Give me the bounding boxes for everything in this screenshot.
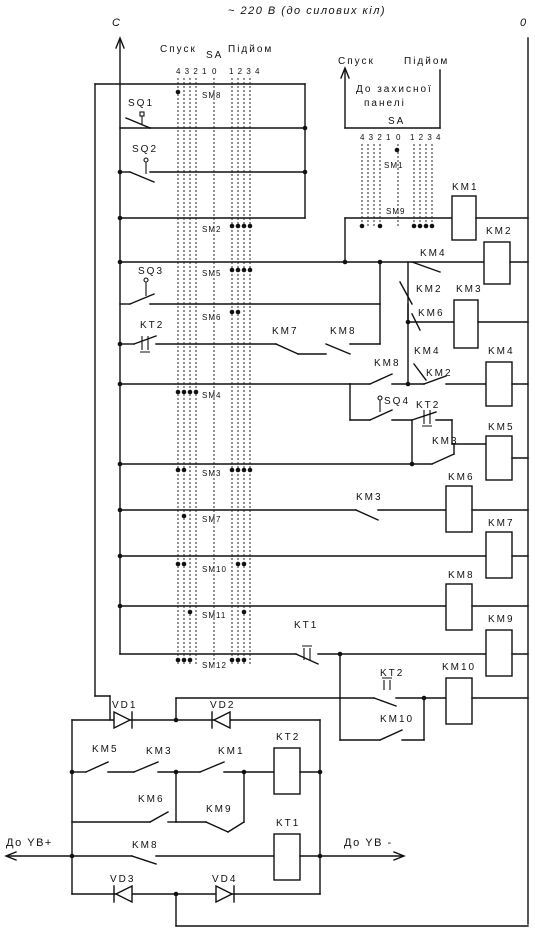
vd1-label: VD1 bbox=[112, 700, 137, 711]
bridge-kt1-coil bbox=[273, 833, 301, 881]
km4-contact-b-label: KM4 bbox=[414, 346, 441, 357]
sa2-name-label: SA bbox=[388, 116, 405, 127]
sa-pidiom-label: Підйом bbox=[228, 44, 273, 55]
vd3-diode: VD3 bbox=[110, 874, 135, 904]
km8-label: KM8 bbox=[448, 570, 475, 581]
km6-coil bbox=[445, 485, 473, 533]
km7-coil bbox=[485, 531, 513, 579]
km2-contact-label: KM2 bbox=[416, 284, 443, 295]
sa2-pidiom-label: Підйом bbox=[404, 56, 449, 67]
sa2-caption-2: панелі bbox=[364, 98, 406, 109]
vd4-label: VD4 bbox=[212, 874, 237, 885]
bridge-km6-label: KM6 bbox=[138, 794, 165, 805]
sm10-label: SM10 bbox=[202, 565, 227, 574]
km2-coil bbox=[483, 241, 511, 285]
km4-label: KM4 bbox=[488, 346, 515, 357]
sm6-label: SM6 bbox=[202, 313, 221, 322]
sa-left-positions: 4 3 2 1 bbox=[176, 67, 207, 76]
sa-name-label: SA bbox=[206, 50, 223, 61]
vd3-label: VD3 bbox=[110, 874, 135, 885]
sm5-label: SM5 bbox=[202, 269, 221, 278]
bridge-km9-label: KM9 bbox=[206, 804, 233, 815]
kt2-contact-c-label: KT2 bbox=[380, 668, 404, 679]
km6-contact-label: KM6 bbox=[418, 308, 445, 319]
km10-label: KM10 bbox=[442, 662, 476, 673]
km2-contact-b-label: KM2 bbox=[426, 368, 453, 379]
sm2-label: SM2 bbox=[202, 225, 221, 234]
output-yb-minus-label: До YB - bbox=[344, 837, 393, 849]
sa-spusk-label: Спуск bbox=[160, 44, 197, 55]
km3-coil bbox=[453, 299, 479, 349]
sa2-caption-1: До захисної bbox=[356, 84, 433, 95]
vd2-diode: VD2 bbox=[210, 700, 235, 730]
km4-coil bbox=[485, 361, 513, 407]
sm1-label: SM1 bbox=[384, 161, 403, 170]
sq3-label: SQ3 bbox=[138, 266, 164, 277]
rail-c-label: С bbox=[112, 17, 121, 29]
sq1-label: SQ1 bbox=[128, 98, 154, 109]
km5-label: KM5 bbox=[488, 422, 515, 433]
kt2-contact-label: KT2 bbox=[140, 320, 164, 331]
bridge-kt2-coil bbox=[273, 747, 301, 795]
sq4-label: SQ4 bbox=[384, 396, 410, 407]
km8-contact-b-label: KM8 bbox=[374, 358, 401, 369]
sa2-left-positions: 4 3 2 1 bbox=[360, 133, 391, 142]
bridge-km1-label: KM1 bbox=[218, 746, 245, 757]
km3-contact-b-label: KM3 bbox=[356, 492, 383, 503]
km2-label: KM2 bbox=[486, 226, 513, 237]
kt2-contact: KT2 bbox=[119, 320, 164, 353]
sa-right-positions: 1 2 3 4 bbox=[229, 67, 260, 76]
bridge-km5-label: KM5 bbox=[92, 744, 119, 755]
sm12-label: SM12 bbox=[202, 661, 227, 670]
kt2-contact-b-label: KT2 bbox=[416, 400, 440, 411]
km10-contact-label: KM10 bbox=[380, 714, 414, 725]
km10-coil bbox=[445, 677, 473, 725]
sa2-spusk-label: Спуск bbox=[338, 56, 375, 67]
sa2-right-positions: 1 2 3 4 bbox=[410, 133, 441, 142]
km6-label: KM6 bbox=[448, 472, 475, 483]
km5-coil bbox=[485, 435, 513, 481]
sa-columns bbox=[177, 78, 251, 665]
sa-zero-position: 0 bbox=[212, 67, 217, 76]
supply-label: ~ 220 В (до силових кіл) bbox=[228, 5, 386, 17]
output-yb-plus-label: До YB+ bbox=[6, 837, 53, 849]
km1-coil bbox=[451, 195, 477, 241]
sm7-label: SM7 bbox=[202, 515, 221, 524]
km1-label: KM1 bbox=[452, 182, 479, 193]
sm3-label: SM3 bbox=[202, 469, 221, 478]
km3-label: KM3 bbox=[456, 284, 483, 295]
sq2-switch: SQ2 bbox=[119, 144, 306, 183]
km3-contact-label: KM3 bbox=[432, 436, 459, 447]
sq2-label: SQ2 bbox=[132, 144, 158, 155]
bridge-kt2-label: KT2 bbox=[276, 732, 300, 743]
sm11-label: SM11 bbox=[202, 611, 226, 620]
bridge-km8-label: KM8 bbox=[132, 840, 159, 851]
km9-label: KM9 bbox=[488, 614, 515, 625]
bridge-kt1-label: KT1 bbox=[276, 818, 300, 829]
km7-label: KM7 bbox=[488, 518, 515, 529]
rail-c bbox=[115, 36, 125, 655]
sa2-columns bbox=[361, 144, 433, 228]
km7-contact-label: KM7 bbox=[272, 326, 299, 337]
km4-contact-label: KM4 bbox=[420, 248, 447, 259]
sq3-switch: SQ3 bbox=[119, 266, 164, 305]
km8-coil bbox=[445, 583, 473, 631]
sm4-label: SM4 bbox=[202, 391, 221, 400]
vd1-diode: VD1 bbox=[112, 700, 137, 730]
sa2-zero-position: 0 bbox=[396, 133, 401, 142]
vd2-label: VD2 bbox=[210, 700, 235, 711]
sq1-switch: SQ1 bbox=[119, 98, 306, 129]
km9-coil bbox=[485, 629, 513, 677]
sm8-label: SM8 bbox=[202, 91, 221, 100]
vd4-diode: VD4 bbox=[212, 874, 237, 904]
bridge-km3-label: KM3 bbox=[146, 746, 173, 757]
kt1-contact-label: KT1 bbox=[294, 620, 318, 631]
km8-contact-label: KM8 bbox=[330, 326, 357, 337]
sm9-label: SM9 bbox=[386, 207, 405, 216]
rail-0-label: 0 bbox=[520, 17, 528, 29]
